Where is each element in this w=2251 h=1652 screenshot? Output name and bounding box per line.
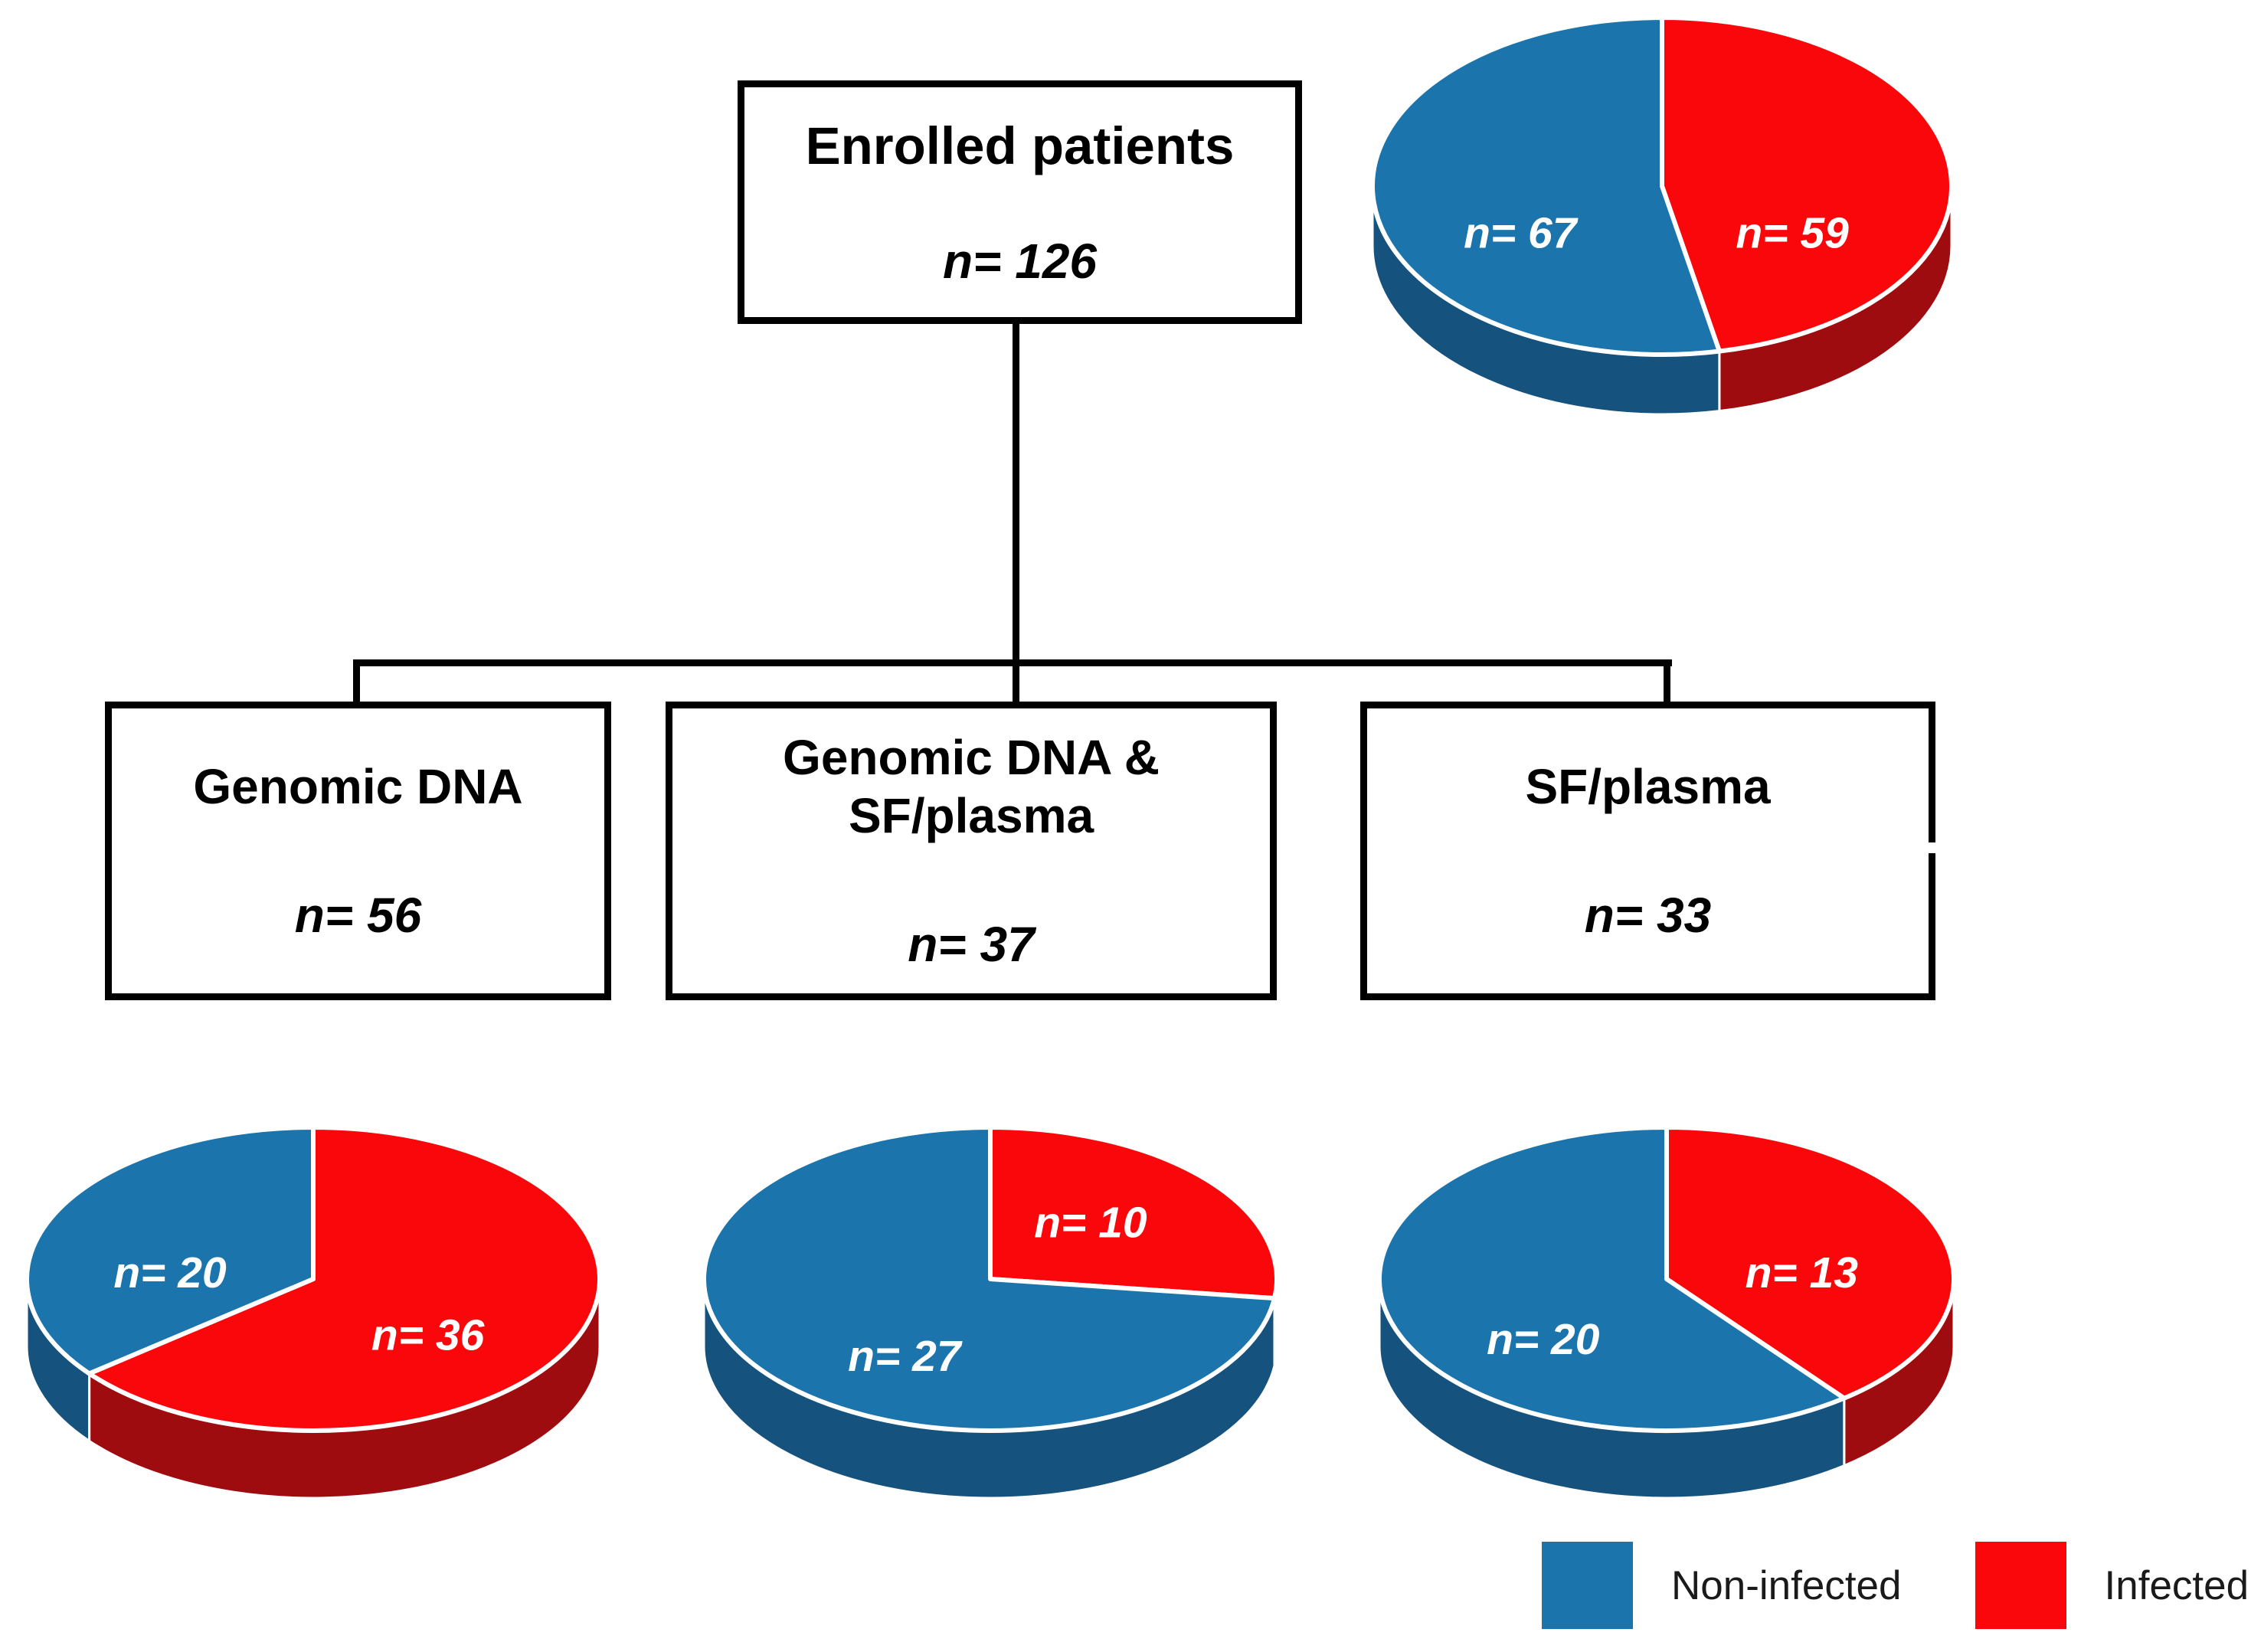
pie-3d: n= 59 n= 67 [1370,15,1954,416]
connector-vertical-root [1013,324,1019,666]
box-title-line2: SF/plasma [848,788,1094,843]
pie-slice-infected [1664,1125,1956,1401]
pie-slice-label: n= 36 [371,1310,485,1359]
pie-slice-non-infected [1377,1125,1847,1433]
pie-slice-non-infected [1370,15,1722,357]
pie-slice-infected [988,1125,1279,1301]
box-title: SF/plasma [1525,759,1771,815]
legend-swatch-infected [1975,1542,2066,1629]
pie-3d: n= 36 n= 20 [25,1125,602,1500]
pie-slice-label: n= 20 [113,1248,227,1297]
pie-slice-label: n= 10 [1034,1199,1147,1248]
legend-label: Non-infected [1671,1562,1902,1608]
legend-label: Infected [2104,1562,2249,1608]
pie-slice-non-infected [702,1125,1277,1433]
pie-slice-label: n= 59 [1736,209,1849,258]
box-title: Genomic DNA [193,759,523,815]
flowchart-box-genomic-dna-sf-plasma: Genomic DNA & SF/plasma n= 37 [666,702,1277,1000]
connector-stub-middle [1013,659,1019,704]
flowchart-box-enrolled-patients: Enrolled patients n= 126 [738,80,1302,324]
pie-slice-label: n= 27 [848,1332,963,1381]
box-title: Genomic DNA & [783,730,1160,786]
pie-3d: n= 13 n= 20 [1377,1125,1956,1500]
pie-slice-infected [1660,15,1954,354]
box-count: n= 37 [908,916,1035,972]
legend: Non-infected Infected [1542,1542,2249,1629]
legend-item-infected: Infected [1975,1542,2249,1629]
box-count: n= 126 [942,233,1098,289]
connector-stub-left [353,659,360,704]
pie-slice-label: n= 67 [1464,209,1579,258]
box-count: n= 33 [1584,887,1712,943]
legend-swatch-non-infected [1542,1542,1633,1629]
pie-slice-label: n= 13 [1746,1248,1859,1297]
box-border-gap [1927,842,1937,853]
flowchart-box-sf-plasma: SF/plasma n= 33 [1360,702,1935,1000]
box-count: n= 56 [294,887,422,943]
pie-3d: n= 10 n= 27 [702,1125,1279,1500]
pie-slice-label: n= 20 [1487,1315,1600,1364]
pie-slice-non-infected [25,1125,316,1376]
flowchart-box-genomic-dna: Genomic DNA n= 56 [105,702,611,1000]
pie-slice-infected [87,1125,602,1433]
legend-item-non-infected: Non-infected [1542,1542,1902,1629]
connector-stub-right [1664,659,1670,704]
box-title: Enrolled patients [805,116,1235,176]
